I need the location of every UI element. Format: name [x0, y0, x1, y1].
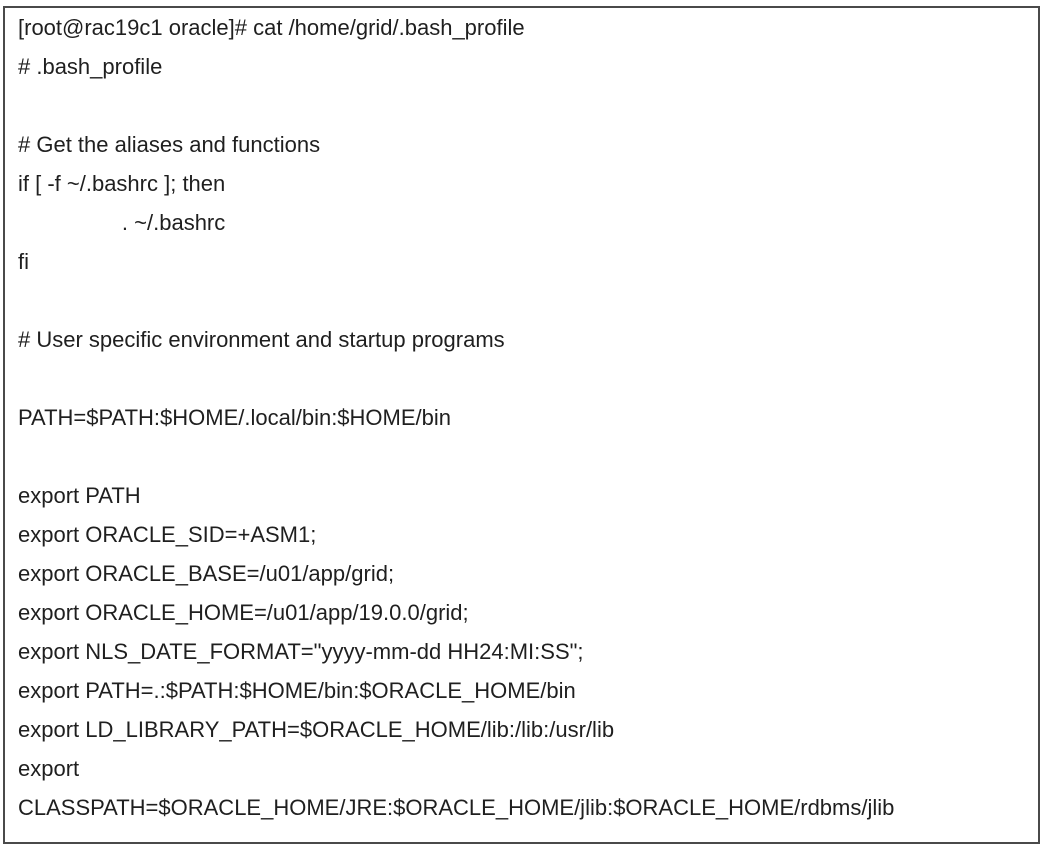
terminal-line: export PATH	[18, 483, 141, 508]
terminal-line: # Get the aliases and functions	[18, 132, 321, 157]
terminal-line: # .bash_profile	[18, 54, 163, 79]
terminal-line: # User specific environment and startup …	[18, 327, 505, 352]
terminal-output-box: [root@rac19c1 oracle]# cat /home/grid/.b…	[3, 6, 1040, 844]
terminal-line: [root@rac19c1 oracle]# cat /home/grid/.b…	[18, 15, 525, 40]
terminal-line	[18, 86, 1024, 125]
terminal-line: export PATH=.:$PATH:$HOME/bin:$ORACLE_HO…	[18, 678, 576, 703]
terminal-line: export NLS_DATE_FORMAT="yyyy-mm-dd HH24:…	[18, 639, 584, 664]
terminal-text-area[interactable]: [root@rac19c1 oracle]# cat /home/grid/.b…	[18, 8, 1024, 827]
terminal-line: . ~/.bashrc	[18, 210, 226, 235]
terminal-line: export	[18, 756, 80, 781]
terminal-line	[18, 359, 1024, 398]
terminal-line: export ORACLE_SID=+ASM1;	[18, 522, 317, 547]
terminal-line: fi	[18, 249, 29, 274]
terminal-line: CLASSPATH=$ORACLE_HOME/JRE:$ORACLE_HOME/…	[18, 795, 895, 820]
terminal-line: if [ -f ~/.bashrc ]; then	[18, 171, 226, 196]
terminal-line: PATH=$PATH:$HOME/.local/bin:$HOME/bin	[18, 405, 452, 430]
terminal-line	[18, 281, 1024, 320]
terminal-line: export ORACLE_HOME=/u01/app/19.0.0/grid;	[18, 600, 469, 625]
terminal-line: export ORACLE_BASE=/u01/app/grid;	[18, 561, 395, 586]
terminal-line	[18, 437, 1024, 476]
terminal-line: export LD_LIBRARY_PATH=$ORACLE_HOME/lib:…	[18, 717, 615, 742]
